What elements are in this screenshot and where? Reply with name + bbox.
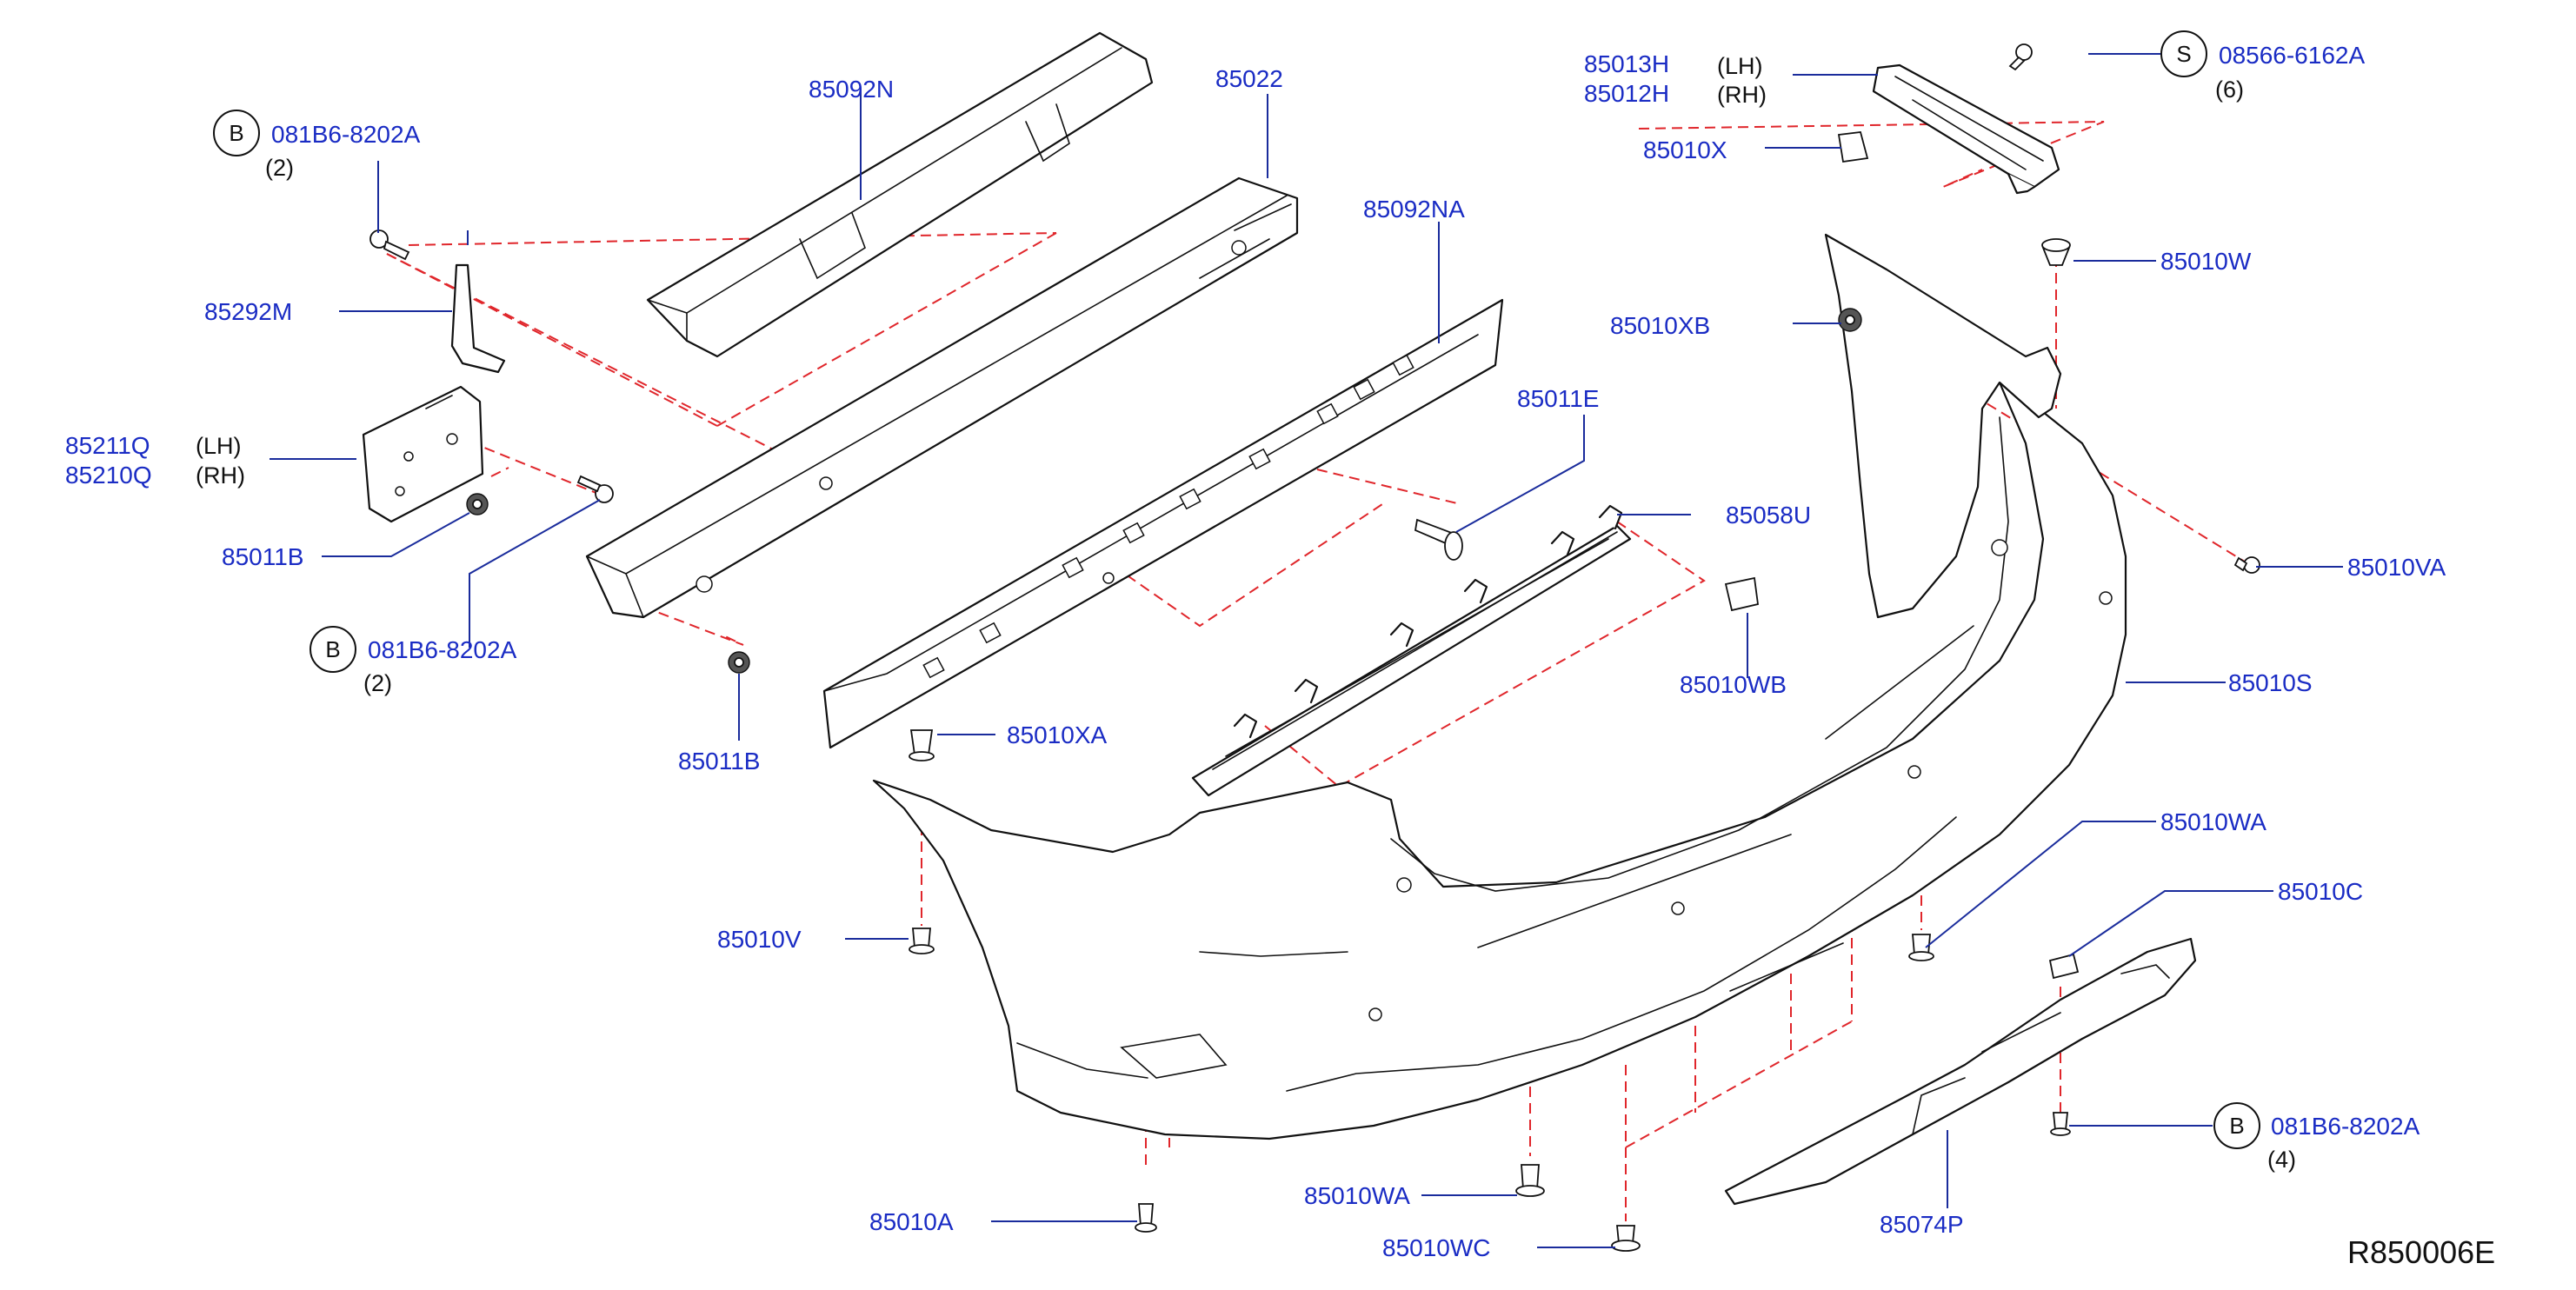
bracket-85292M — [450, 263, 506, 374]
leader-lines — [270, 53, 2343, 1248]
lower-diffuser-85074P — [1724, 937, 2197, 1206]
callout-b2-letter: B — [325, 636, 340, 662]
fasteners — [369, 43, 2260, 1252]
label-lh-stay: (LH) — [196, 433, 242, 459]
callout-s1-letter: S — [2176, 41, 2191, 67]
callout-b3-letter: B — [2229, 1113, 2244, 1139]
label-85013H: 85013H — [1584, 50, 1669, 77]
clip-85010VA-icon — [2233, 556, 2260, 574]
clip-85010WB-icon — [1724, 576, 1760, 612]
clip-85010A-icon — [1135, 1203, 1157, 1233]
diagram-reference-code: R850006E — [2347, 1234, 2495, 1270]
callout-s1-qty: (6) — [2215, 76, 2244, 103]
label-85058U: 85058U — [1726, 502, 1811, 529]
label-rh-stay: (RH) — [196, 462, 245, 489]
callout-b3-qty: (4) — [2267, 1147, 2296, 1173]
callout-s1-code: 08566-6162A — [2219, 42, 2365, 69]
label-85022: 85022 — [1215, 65, 1283, 92]
label-85074P: 85074P — [1880, 1211, 1964, 1238]
clip-85010X-icon — [1837, 131, 1869, 163]
clip-85010WC-icon — [1611, 1225, 1641, 1252]
nut-85011B-b-icon — [728, 651, 750, 674]
lower-absorber-85092NA — [822, 298, 1504, 749]
callout-b1-letter: B — [229, 120, 243, 146]
clip-85010WA-b-icon — [1515, 1164, 1545, 1197]
callout-b1: B 081B6-8202A (2) — [213, 110, 421, 181]
callout-b2-qty: (2) — [363, 670, 392, 696]
callout-b2-code: 081B6-8202A — [368, 636, 517, 663]
clip-85010C-icon — [2048, 953, 2080, 980]
label-85010WB: 85010WB — [1680, 671, 1787, 698]
label-85012H: 85012H — [1584, 80, 1669, 107]
label-85011E: 85011E — [1517, 385, 1599, 412]
label-85010WA-right: 85010WA — [2160, 808, 2266, 835]
bracket-85211Q — [362, 385, 484, 523]
label-85011B-lower: 85011B — [678, 748, 760, 775]
callout-b3: B 081B6-8202A (4) — [2213, 1102, 2420, 1173]
retainer-rail-85058U — [1191, 504, 1632, 797]
label-85092NA: 85092NA — [1363, 196, 1465, 223]
label-85010V: 85010V — [717, 926, 802, 953]
label-85010S: 85010S — [2228, 669, 2313, 696]
clip-85010XA-icon — [909, 729, 935, 761]
label-85010A: 85010A — [869, 1208, 954, 1235]
label-rh-bracket: (RH) — [1717, 82, 1767, 108]
label-85092N: 85092N — [809, 76, 894, 103]
label-lh-bracket: (LH) — [1717, 53, 1763, 79]
screw-s1-icon — [2008, 43, 2033, 71]
bolt-b2-icon — [576, 475, 614, 503]
label-85010W: 85010W — [2160, 248, 2252, 275]
nut-85011B-a-icon — [466, 493, 489, 515]
callout-s1: S 08566-6162A (6) — [2160, 30, 2365, 103]
side-bracket-85013H — [1872, 63, 2060, 195]
label-85011B-upper: 85011B — [222, 543, 303, 570]
reinforcement-beam-85022 — [585, 176, 1299, 619]
label-85292M: 85292M — [204, 298, 292, 325]
label-85210Q: 85210Q — [65, 462, 152, 489]
label-85010VA: 85010VA — [2347, 554, 2446, 581]
label-85010XA: 85010XA — [1007, 721, 1108, 748]
energy-absorber-85092N — [646, 31, 1154, 358]
pin-85011E — [1414, 518, 1463, 561]
callout-b2: B 081B6-8202A (2) — [310, 626, 517, 696]
callout-b1-code: 081B6-8202A — [271, 121, 421, 148]
bumper-fascia-85010S — [872, 233, 2127, 1140]
label-85010X: 85010X — [1643, 136, 1727, 163]
callout-b1-qty: (2) — [265, 155, 294, 181]
label-85010WC: 85010WC — [1382, 1234, 1491, 1261]
part-labels: 85092N 85022 85092NA 85011E 85058U 85013… — [65, 50, 2446, 1261]
label-85010WA-bottom: 85010WA — [1304, 1182, 1410, 1209]
clip-85010XB-icon — [1838, 308, 1862, 332]
clip-85010WA-r-icon — [1908, 934, 1934, 961]
clip-85010W-icon — [2041, 238, 2071, 266]
bolt-b3-icon — [2050, 1112, 2071, 1136]
clip-85010V-icon — [909, 928, 935, 954]
callout-b3-code: 081B6-8202A — [2271, 1113, 2420, 1140]
label-85010C: 85010C — [2278, 878, 2363, 905]
label-85010XB: 85010XB — [1610, 312, 1710, 339]
label-85211Q: 85211Q — [65, 432, 150, 459]
